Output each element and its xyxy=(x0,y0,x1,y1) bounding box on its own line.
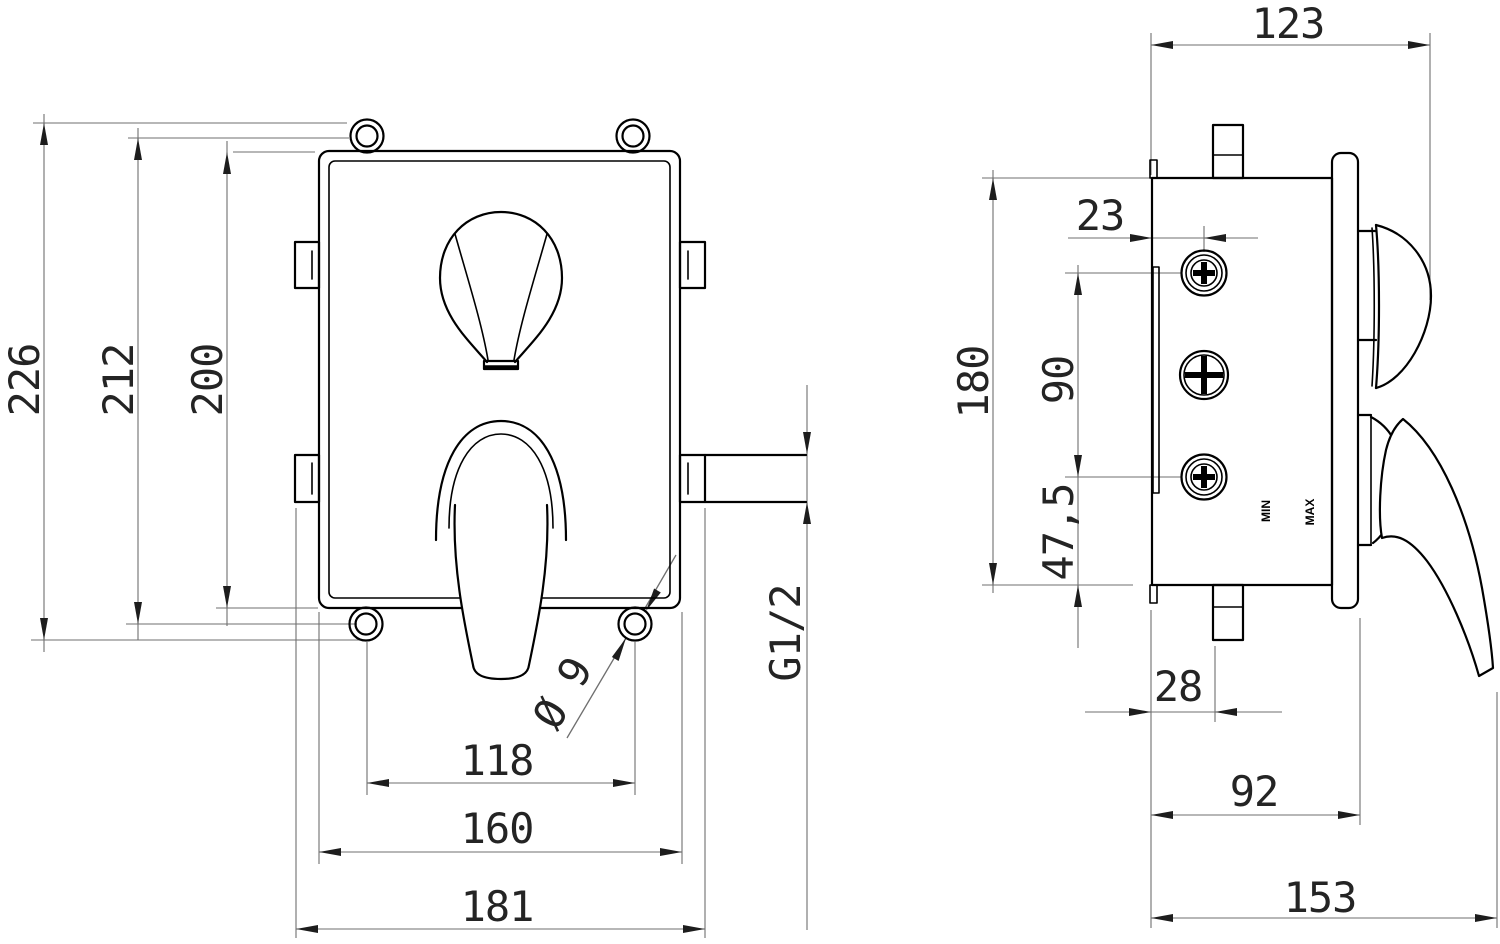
mounting-ear-top-left xyxy=(349,118,385,154)
mounting-ear-bottom-right xyxy=(617,606,653,642)
pipe-stub-top xyxy=(1211,123,1245,180)
front-view-arrowheads xyxy=(40,123,811,933)
knob-seam-right xyxy=(513,233,548,361)
tab-lower-right xyxy=(678,453,707,504)
valve-body-side xyxy=(1149,123,1334,642)
tab-upper-right xyxy=(678,240,707,290)
dim-label-200: 200 xyxy=(183,344,232,417)
dim-label-212: 212 xyxy=(94,344,143,417)
dim-label-123: 123 xyxy=(1252,0,1325,48)
dim-label-92: 92 xyxy=(1230,767,1279,816)
dim-label-226: 226 xyxy=(0,344,49,417)
dim-label-181: 181 xyxy=(461,882,534,931)
knob-profile-side xyxy=(1356,223,1433,390)
dim-label-thread: G1/2 xyxy=(761,584,810,681)
dim-label-hole-diameter: Ø 9 xyxy=(523,649,602,737)
dim-label-160: 160 xyxy=(461,804,534,853)
lever-blade xyxy=(453,503,549,681)
tab-upper-left xyxy=(293,240,321,290)
mounting-ear-bottom-left xyxy=(348,606,384,642)
dim-label-47-5: 47,5 xyxy=(1034,483,1083,580)
pipe-stub-bottom xyxy=(1211,583,1245,642)
lever-ring-inner xyxy=(448,433,554,529)
front-view-dimension-lines xyxy=(31,114,808,938)
screw-top xyxy=(1180,249,1228,297)
dim-label-180: 180 xyxy=(949,346,998,419)
knob-stem xyxy=(482,359,520,371)
lever-ring-outer xyxy=(434,419,568,542)
front-view: 226 212 200 118 160 181 Ø 9 G1/2 xyxy=(0,114,811,938)
mounting-ear-top-right xyxy=(615,118,651,154)
diverter-knob xyxy=(438,210,564,371)
mixer-lever-front xyxy=(434,419,568,681)
tab-lower-left xyxy=(293,453,321,504)
side-view: MIN MAX 123 23 180 90 47,5 28 92 153 xyxy=(949,0,1498,928)
knob-seam-left xyxy=(454,233,489,361)
wall-plate xyxy=(1330,151,1360,610)
screw-middle xyxy=(1178,349,1230,401)
dim-label-118: 118 xyxy=(461,736,534,785)
max-marking: MAX xyxy=(1303,499,1317,526)
side-connection-tabs xyxy=(293,240,808,504)
dim-label-23: 23 xyxy=(1076,191,1125,240)
min-marking: MIN xyxy=(1259,500,1273,522)
lever-profile-side xyxy=(1356,413,1495,678)
side-view-arrowheads xyxy=(989,41,1497,922)
mounting-rail xyxy=(1149,159,1160,604)
lever-blade-side xyxy=(1378,417,1495,678)
screw-bottom xyxy=(1180,453,1228,501)
mounting-ears xyxy=(348,118,653,642)
dim-label-153: 153 xyxy=(1284,873,1357,922)
dim-label-90: 90 xyxy=(1034,356,1083,405)
dim-label-28: 28 xyxy=(1154,662,1203,711)
outlet-pipe xyxy=(703,453,808,504)
fixing-screws xyxy=(1178,249,1230,501)
